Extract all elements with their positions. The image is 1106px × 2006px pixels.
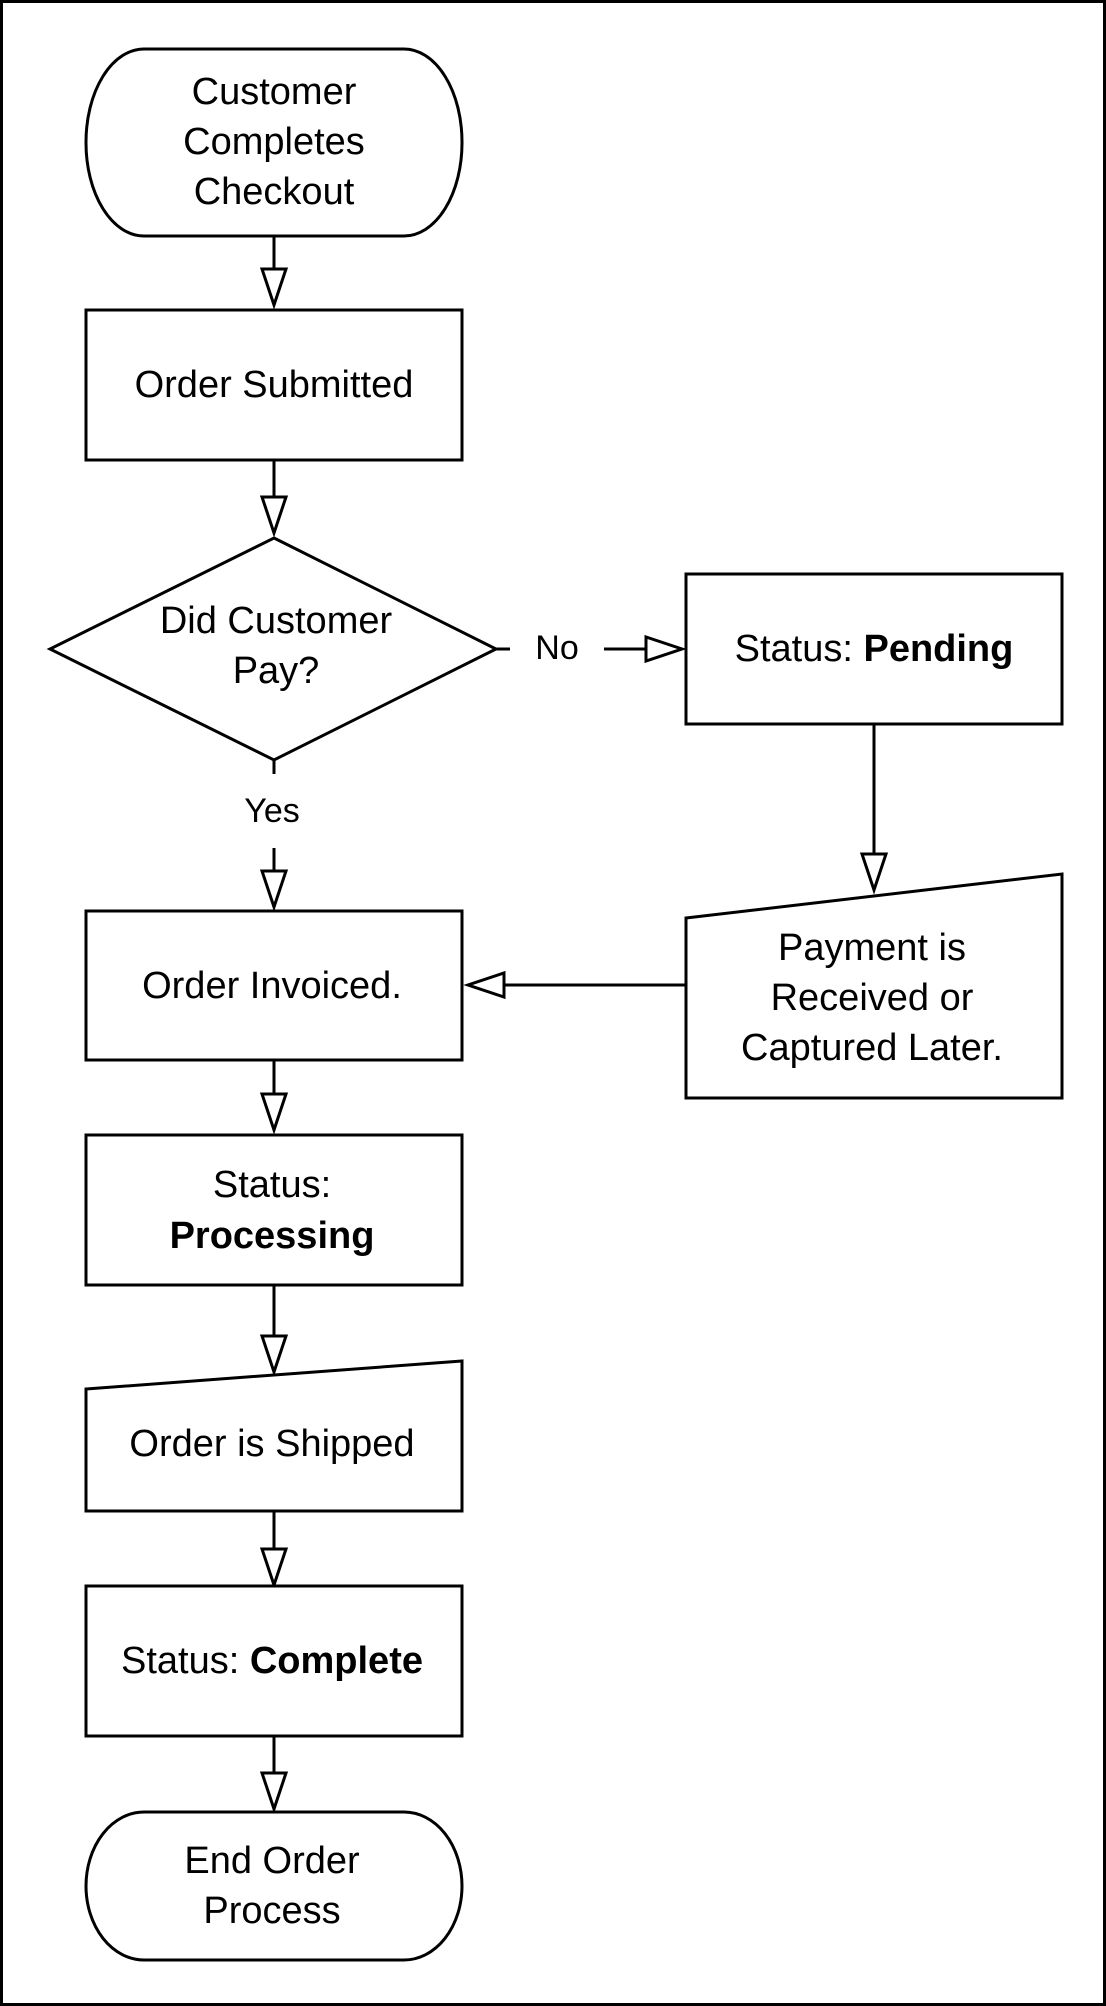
status-processing-prefix: Status: xyxy=(213,1164,331,1206)
status-pending-process: Status: Pending xyxy=(684,572,1064,726)
payment-decision: Did Customer Pay? xyxy=(46,536,500,762)
connector-processing-to-shipped xyxy=(259,1285,289,1377)
payment-later-line-1: Payment is xyxy=(778,927,966,969)
order-invoiced-process: Order Invoiced. xyxy=(84,909,464,1062)
connector-decision-no-to-pending xyxy=(496,634,687,664)
start-line-2: Completes xyxy=(183,121,365,163)
start-line-3: Checkout xyxy=(194,171,355,213)
payment-later-manual-input: Payment is Received or Captured Later. xyxy=(684,872,1064,1100)
payment-later-line-3: Captured Later. xyxy=(741,1027,1003,1069)
connector-decision-yes-to-invoiced xyxy=(259,760,289,912)
order-shipped-manual-input: Order is Shipped xyxy=(84,1359,464,1513)
payment-later-line-2: Received or xyxy=(771,977,974,1019)
order-invoiced-label: Order Invoiced. xyxy=(142,965,402,1007)
status-complete-process: Status: Complete xyxy=(84,1584,464,1738)
order-shipped-label: Order is Shipped xyxy=(129,1423,414,1465)
status-processing-process: Status: Processing xyxy=(84,1133,464,1287)
end-line-2: Process xyxy=(203,1890,340,1932)
connector-payment-to-invoiced xyxy=(463,970,686,1000)
no-branch-label: No xyxy=(535,629,578,667)
decision-line-2: Pay? xyxy=(233,650,320,692)
end-terminator: End Order Process xyxy=(84,1810,464,1962)
start-line-1: Customer xyxy=(192,71,357,113)
yes-branch-label: Yes xyxy=(244,792,299,830)
decision-line-1: Did Customer xyxy=(160,600,393,642)
status-processing-value: Processing xyxy=(170,1215,375,1257)
connector-start-to-submitted xyxy=(259,236,289,310)
order-submitted-process: Order Submitted xyxy=(84,308,464,462)
connector-complete-to-end xyxy=(259,1736,289,1814)
order-submitted-label: Order Submitted xyxy=(135,364,414,406)
end-line-1: End Order xyxy=(184,1840,360,1882)
start-terminator: Customer Completes Checkout xyxy=(84,47,464,238)
status-pending-label: Status: Pending xyxy=(735,628,1014,670)
connector-shipped-to-complete xyxy=(259,1511,289,1590)
status-complete-label: Status: Complete xyxy=(121,1640,423,1682)
connector-submitted-to-decision xyxy=(259,460,289,538)
connector-pending-to-payment xyxy=(859,724,889,895)
connector-invoiced-to-processing xyxy=(259,1060,289,1135)
